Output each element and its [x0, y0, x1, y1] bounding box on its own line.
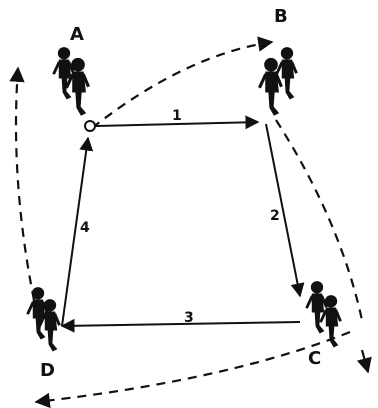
player-figure-icon — [28, 288, 48, 339]
run-path-c-bottom-arrow — [362, 350, 368, 372]
run-path-d-to-a — [16, 68, 34, 300]
pass-label-2: 2 — [270, 208, 280, 224]
corner-label-a: A — [70, 24, 84, 45]
player-group-a — [54, 48, 89, 116]
player-figure-icon — [307, 282, 327, 333]
corner-label-b: B — [274, 6, 288, 27]
player-group-b — [259, 48, 296, 116]
player-figure-icon — [54, 48, 74, 99]
player-figure-icon — [277, 48, 297, 99]
pass-label-1: 1 — [172, 108, 182, 124]
corner-label-d: D — [40, 360, 55, 381]
player-group-c — [307, 282, 341, 347]
player-figure-icon — [259, 58, 281, 115]
corner-label-c: C — [308, 348, 321, 369]
run-path-a-to-b — [92, 42, 272, 128]
run-path-c-to-d — [36, 332, 350, 402]
pass-label-3: 3 — [184, 310, 194, 326]
pass-line-3 — [62, 322, 300, 326]
pass-label-4: 4 — [80, 220, 90, 236]
ball-icon — [85, 121, 95, 131]
